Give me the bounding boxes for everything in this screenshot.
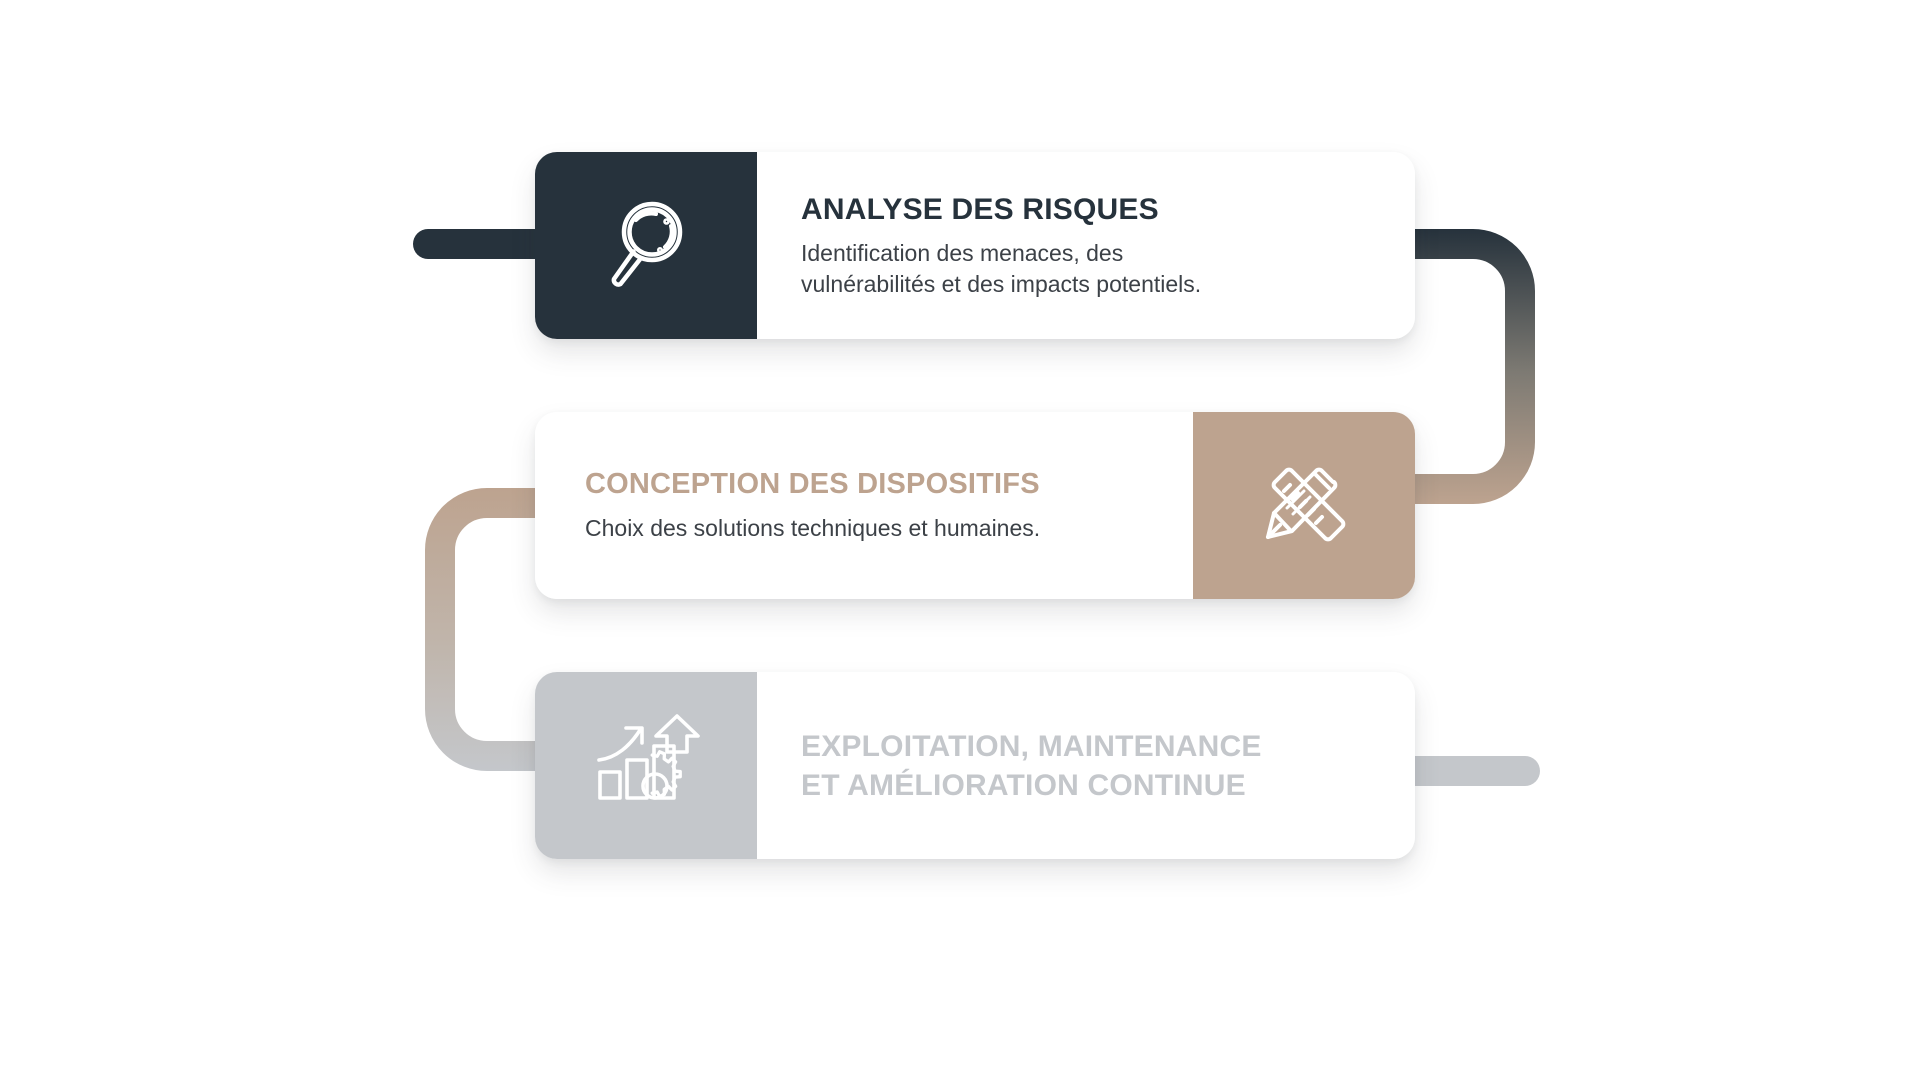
step-title-line-2: ET AMÉLIORATION CONTINUE: [801, 768, 1246, 802]
step-card-analyse-des-risques[interactable]: ANALYSE DES RISQUES Identification des m…: [535, 152, 1415, 339]
bracket-right-shape: [1395, 229, 1535, 504]
step-title-conception-des-dispositifs: CONCEPTION DES DISPOSITIFS: [585, 468, 1040, 501]
bracket-left-shape: [425, 488, 565, 771]
step-card-conception-des-dispositifs[interactable]: CONCEPTION DES DISPOSITIFS Choix des sol…: [535, 412, 1415, 599]
text-panel-step-3: EXPLOITATION, MAINTENANCE ET AMÉLIORATIO…: [757, 672, 1415, 859]
magnifying-glass-icon: [611, 201, 683, 287]
step-card-exploitation-maintenance[interactable]: EXPLOITATION, MAINTENANCE ET AMÉLIORATIO…: [535, 672, 1415, 859]
icon-panel-step-1: [535, 152, 757, 339]
icon-panel-step-2: [1193, 412, 1415, 599]
connector-bracket-right: [1395, 229, 1535, 504]
step-description-line-1: Identification des menaces, des: [801, 240, 1124, 267]
step-title-exploitation-maintenance: EXPLOITATION, MAINTENANCE ET AMÉLIORATIO…: [801, 727, 1385, 805]
text-panel-step-1: ANALYSE DES RISQUES Identification des m…: [757, 152, 1415, 339]
connector-bracket-left: [425, 488, 565, 771]
pencil-ruler-icon: [1266, 467, 1346, 541]
step-title-line-1: EXPLOITATION, MAINTENANCE: [801, 729, 1262, 763]
icon-panel-step-3: [535, 672, 757, 859]
step-description-line-2: vulnérabilités et des impacts potentiels…: [801, 270, 1202, 297]
step-description-line-1: Choix des solutions techniques et humain…: [585, 515, 1041, 542]
step-title-analyse-des-risques: ANALYSE DES RISQUES: [801, 192, 1159, 226]
text-panel-step-2: CONCEPTION DES DISPOSITIFS Choix des sol…: [535, 412, 1193, 599]
connector-stub-right-bottom: [1390, 756, 1540, 786]
growth-chart-gear-icon: [597, 713, 700, 800]
